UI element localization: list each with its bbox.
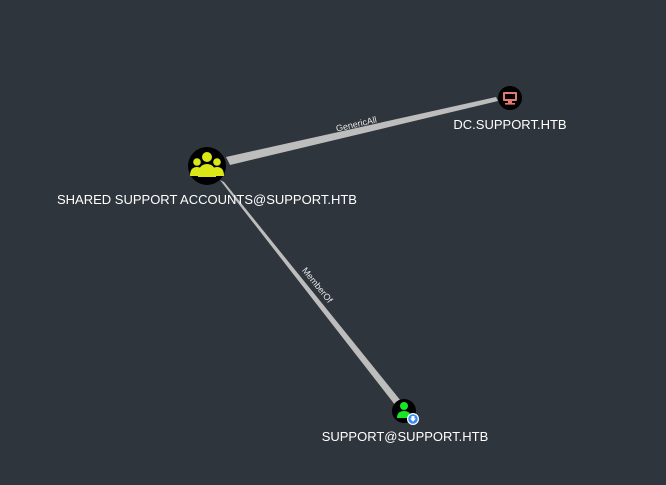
user-icon xyxy=(397,402,411,418)
node-group[interactable]: SHARED SUPPORT ACCOUNTS@SUPPORT.HTB xyxy=(57,147,357,207)
edge-member-of[interactable]: MemberOf xyxy=(220,180,405,410)
node-user[interactable]: SUPPORT@SUPPORT.HTB xyxy=(322,399,489,444)
edge-member-of-line xyxy=(220,180,405,410)
node-group-label: SHARED SUPPORT ACCOUNTS@SUPPORT.HTB xyxy=(57,192,357,207)
users-group-icon xyxy=(190,152,224,177)
edge-generic-all-line xyxy=(226,97,498,165)
computer-icon xyxy=(503,92,517,105)
node-user-label: SUPPORT@SUPPORT.HTB xyxy=(322,429,489,444)
node-computer-label: DC.SUPPORT.HTB xyxy=(453,117,566,132)
node-computer[interactable]: DC.SUPPORT.HTB xyxy=(453,86,567,132)
download-badge-icon xyxy=(407,413,419,425)
